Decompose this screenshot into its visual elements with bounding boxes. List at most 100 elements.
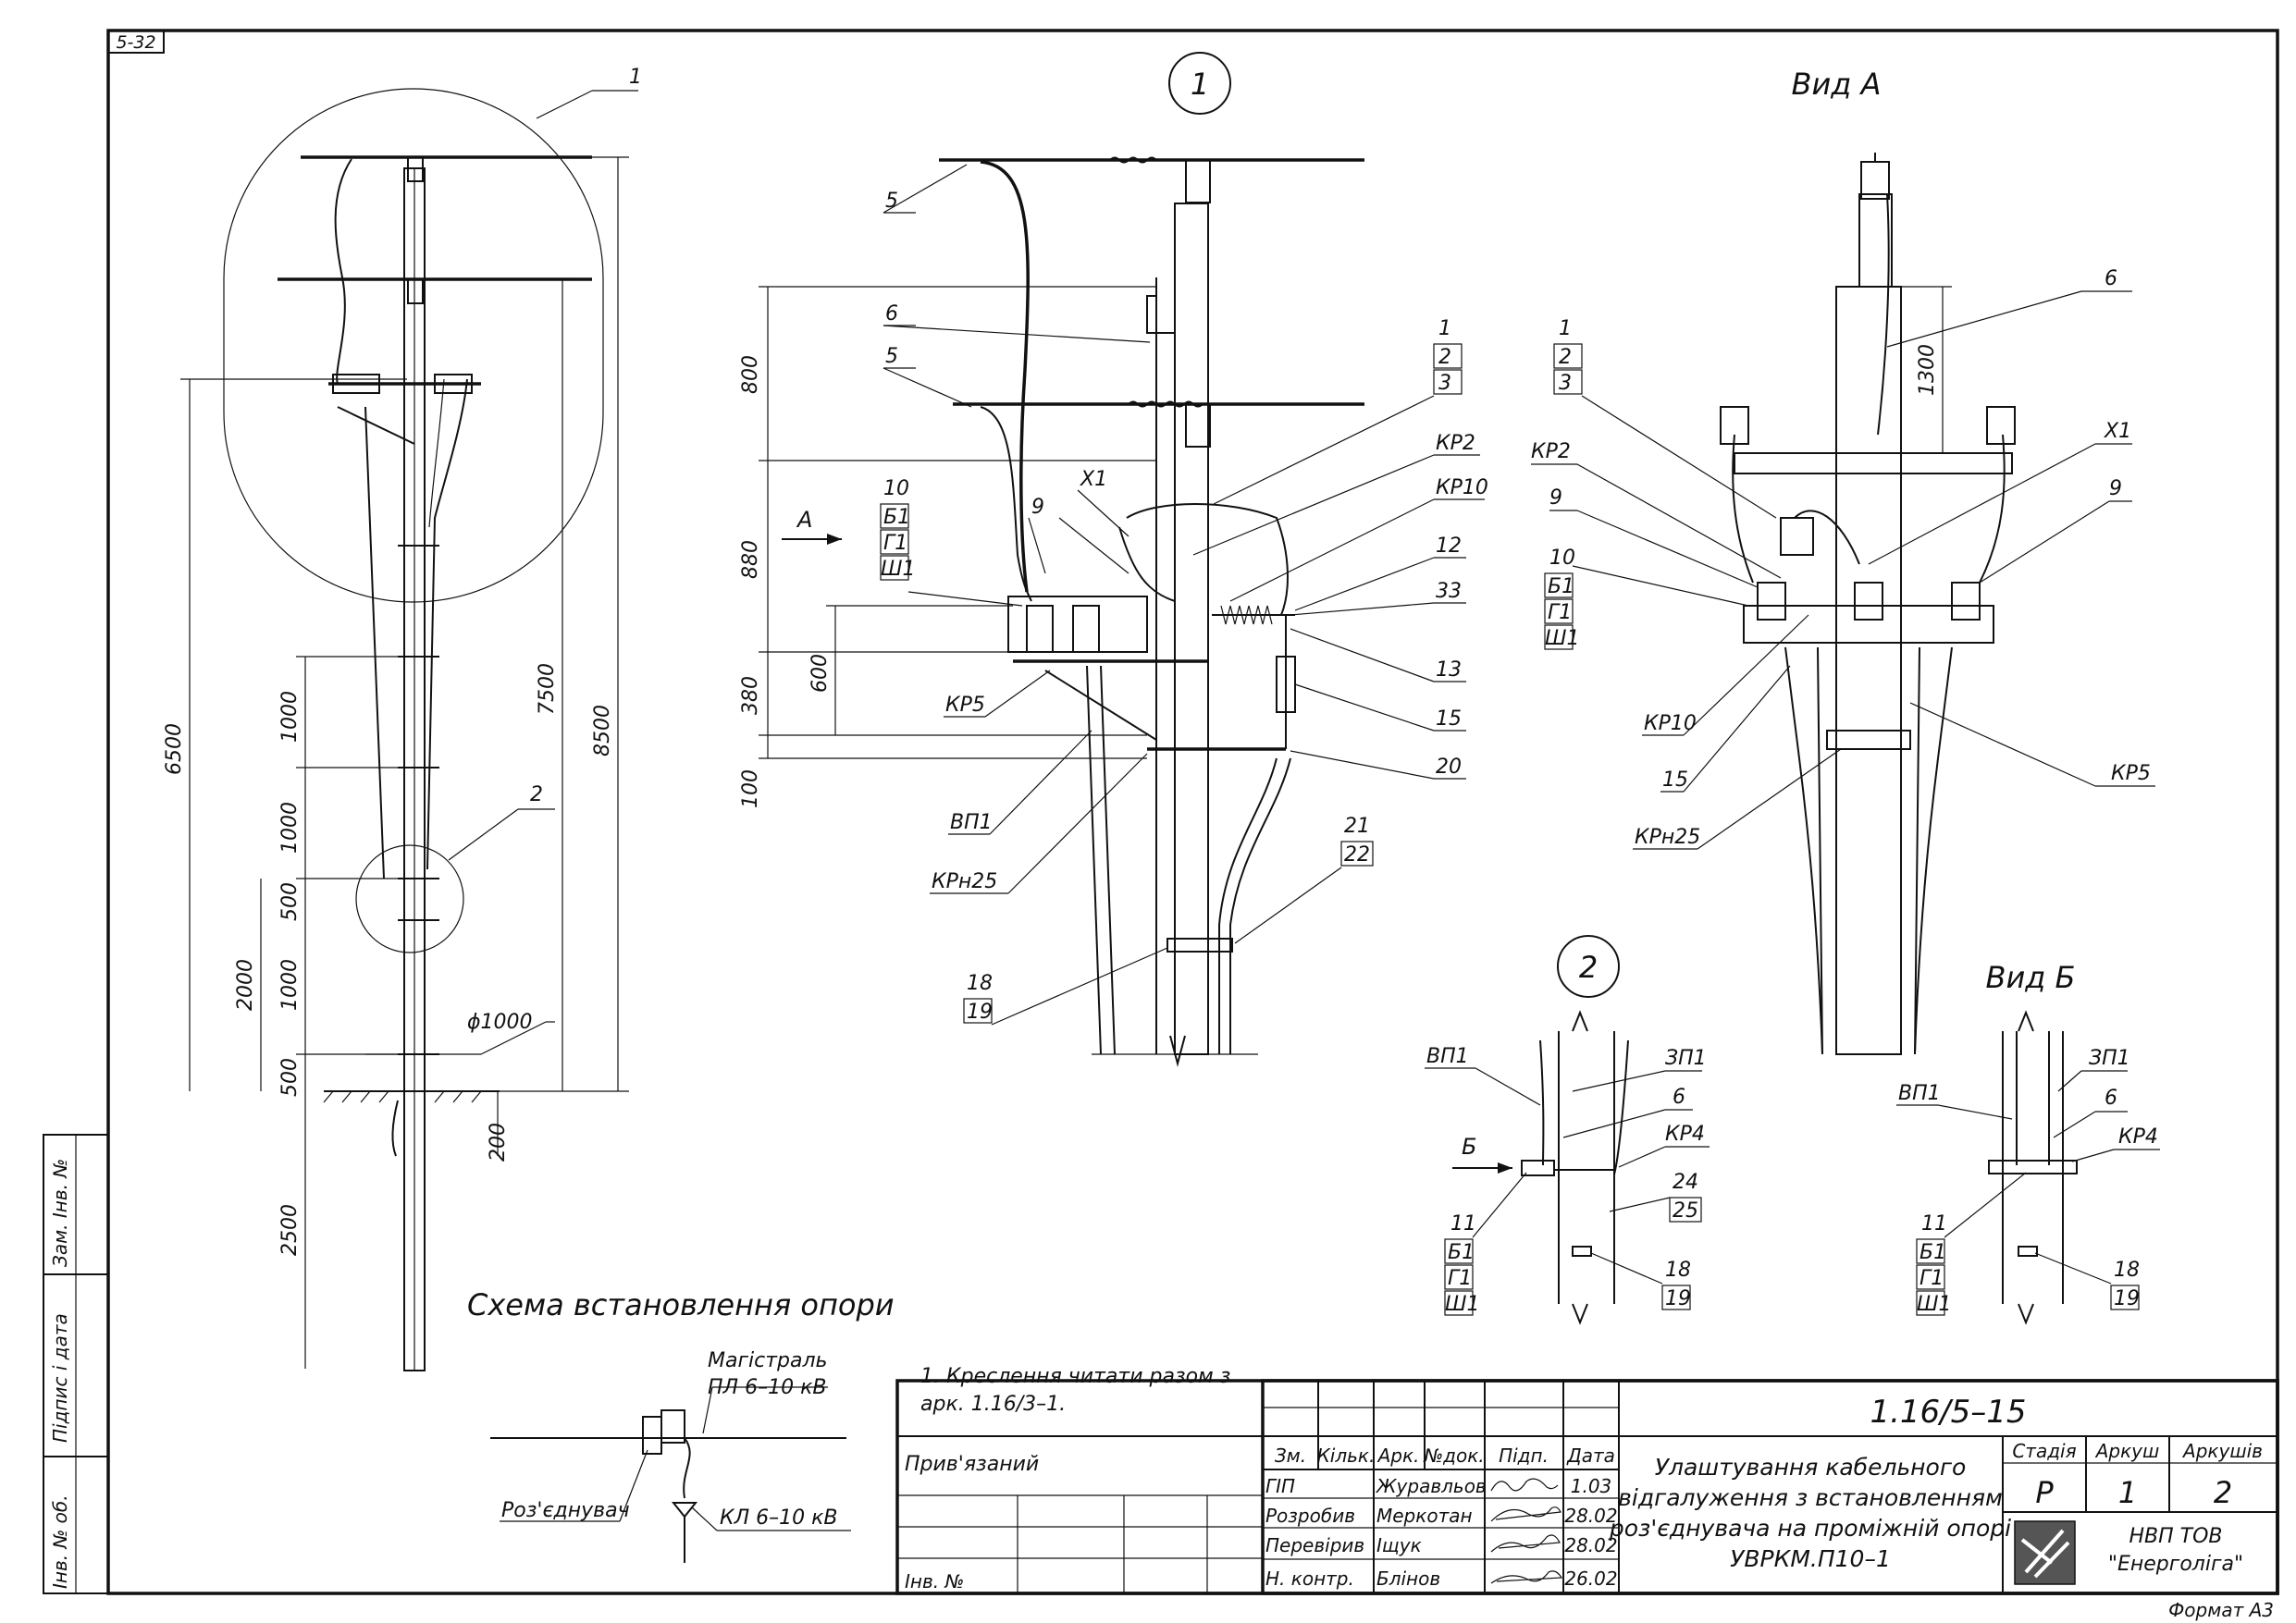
tb-row2-name: Меркотан [1376,1505,1473,1527]
viewa-label-3: 3 [1559,372,1572,395]
tb-row3-date: 28.02 [1564,1534,1617,1556]
view-1-detail: 1 [739,52,1488,1067]
viewa-label-kp2: КР2 [1531,440,1571,463]
viewa-label-15: 15 [1662,768,1688,792]
drawing-frame [106,29,2279,1595]
vb-label-11: 11 [1921,1212,1947,1236]
tb-h-ndok: №док. [1423,1445,1484,1467]
v1-label-9: 9 [1031,496,1044,519]
format-label: Формат А3 [2168,1599,2274,1621]
tb-sheet: 1 [2118,1475,2137,1510]
v2-label-24: 24 [1673,1171,1698,1194]
vb-label-6: 6 [2105,1087,2117,1110]
view-b-title: Вид Б [1986,960,2076,995]
viewa-label-kpn25: КРн25 [1635,826,1700,849]
dim-phi1000: ϕ1000 [467,1011,533,1034]
v1-label-kp5: КР5 [945,694,985,717]
tb-row1-name: Журавльов [1375,1475,1487,1497]
v2-label-18: 18 [1665,1259,1691,1282]
view-b-detail: Вид Б ЗП1 ВП1 6 КР4 11 Б1 Г1 Ш1 18 19 [1896,960,2160,1325]
viewa-label-kp5: КР5 [2111,762,2151,785]
v2-label-11: 11 [1450,1212,1476,1236]
tb-title-line-2: відгалуження з встановленням [1618,1484,2003,1511]
tb-stage: Р [2035,1475,2054,1510]
tb-company-1: НВП ТОВ [2129,1525,2222,1548]
v1-label-g1: Г1 [883,532,907,555]
v2-label-6: 6 [1673,1086,1685,1109]
corner-box [107,30,165,54]
tb-h-pidp: Підп. [1499,1445,1549,1467]
tb-title-line-3: роз'єднувача на проміжній опорі [1609,1515,2011,1542]
dim-7500: 7500 [536,663,559,715]
side-zam-label: Зам. Інв. № [49,1159,71,1267]
view1-dim-100: 100 [739,769,762,808]
tb-row4-date: 26.02 [1564,1568,1617,1590]
view1-dim-600: 600 [809,654,832,693]
dim-500-b: 500 [278,1058,302,1097]
note-line-2: арк. 1.16/3–1. [920,1393,1066,1416]
v1-label-kp10: КР10 [1436,476,1488,499]
tb-row1-date: 1.03 [1571,1475,1612,1497]
vb-label-zp1: ЗП1 [2089,1047,2130,1070]
scheme-main-line-1: Магістраль [708,1349,828,1372]
v1-label-10: 10 [883,477,909,500]
title-block: Прив'язаний Інв. № Зм. Кільк. Арк. №док.… [895,1379,2279,1595]
v2-label-25: 25 [1673,1199,1698,1223]
signature-4 [1490,1570,1563,1584]
arrow-a-label: А [796,507,812,533]
v1-label-x1: X1 [1080,468,1107,491]
tb-row2-date: 28.02 [1564,1505,1617,1527]
viewa-dim-1300: 1300 [1916,344,1939,396]
viewa-label-6: 6 [2105,267,2117,290]
tb-sheet-h: Аркуш [2094,1440,2160,1462]
v2-label-b1: Б1 [1448,1241,1475,1264]
vb-label-g1: Г1 [1920,1267,1944,1290]
arrow-b-label: Б [1462,1134,1476,1160]
tb-title-line-1: Улаштування кабельного [1655,1454,1967,1481]
v1-label-19: 19 [967,1001,993,1024]
v1-label-21: 21 [1344,815,1370,838]
signature-3 [1490,1534,1561,1553]
v2-label-g1: Г1 [1448,1267,1472,1290]
v1-label-2: 2 [1438,346,1451,369]
viewa-label-1: 1 [1559,317,1572,340]
tb-sheets-h: Аркушів [2181,1440,2263,1462]
tb-h-ark: Арк. [1376,1445,1420,1467]
tb-h-kilk: Кільк. [1317,1445,1376,1467]
scheme-cable: КЛ 6–10 кВ [720,1506,838,1530]
tb-row2-role: Розробив [1265,1505,1355,1527]
tb-row4-name: Блінов [1376,1568,1440,1590]
vb-label-18: 18 [2114,1259,2140,1282]
v1-label-b1: Б1 [883,506,910,529]
tb-title-line-4: УВРКМ.П10–1 [1730,1545,1891,1572]
view-2-detail: 2 Б ВП1 ЗП1 6 КР4 24 25 11 Б1 Г1 Ш1 18 [1425,935,1710,1325]
view-a-detail: Вид А 1300 6 1 [1531,67,2155,1055]
view1-dim-880: 880 [739,540,762,579]
view1-dim-380: 380 [739,676,762,715]
viewa-label-9b: 9 [2109,477,2122,500]
scheme-disconnector: Роз'єднувач [501,1499,630,1522]
view-1-number: 1 [1191,67,1209,102]
tb-row3-name: Іщук [1376,1534,1422,1556]
dim-1000-a: 1000 [278,691,302,743]
v1-label-5b: 5 [885,345,898,368]
tb-row4-role: Н. контр. [1265,1568,1354,1590]
tb-doc-code: 1.16/5–15 [1870,1394,2026,1431]
dim-6500: 6500 [163,723,186,775]
v2-label-sh1: Ш1 [1445,1293,1480,1316]
v1-label-22: 22 [1344,843,1370,867]
v1-label-5a: 5 [885,190,898,213]
dim-200: 200 [487,1123,510,1162]
dim-8500: 8500 [591,705,614,756]
dim-2500: 2500 [278,1204,302,1256]
side-pidpys-label: Підпис і дата [49,1313,71,1443]
v1-label-1: 1 [1438,317,1451,340]
dim-500-a: 500 [278,882,302,921]
v1-label-33: 33 [1436,580,1462,603]
installation-scheme: Схема встановлення опори Магістраль ПЛ 6… [467,1287,895,1563]
v1-label-12: 12 [1436,535,1462,558]
v1-label-20: 20 [1436,756,1462,779]
viewa-label-2: 2 [1559,346,1572,369]
v1-label-18: 18 [967,972,993,995]
